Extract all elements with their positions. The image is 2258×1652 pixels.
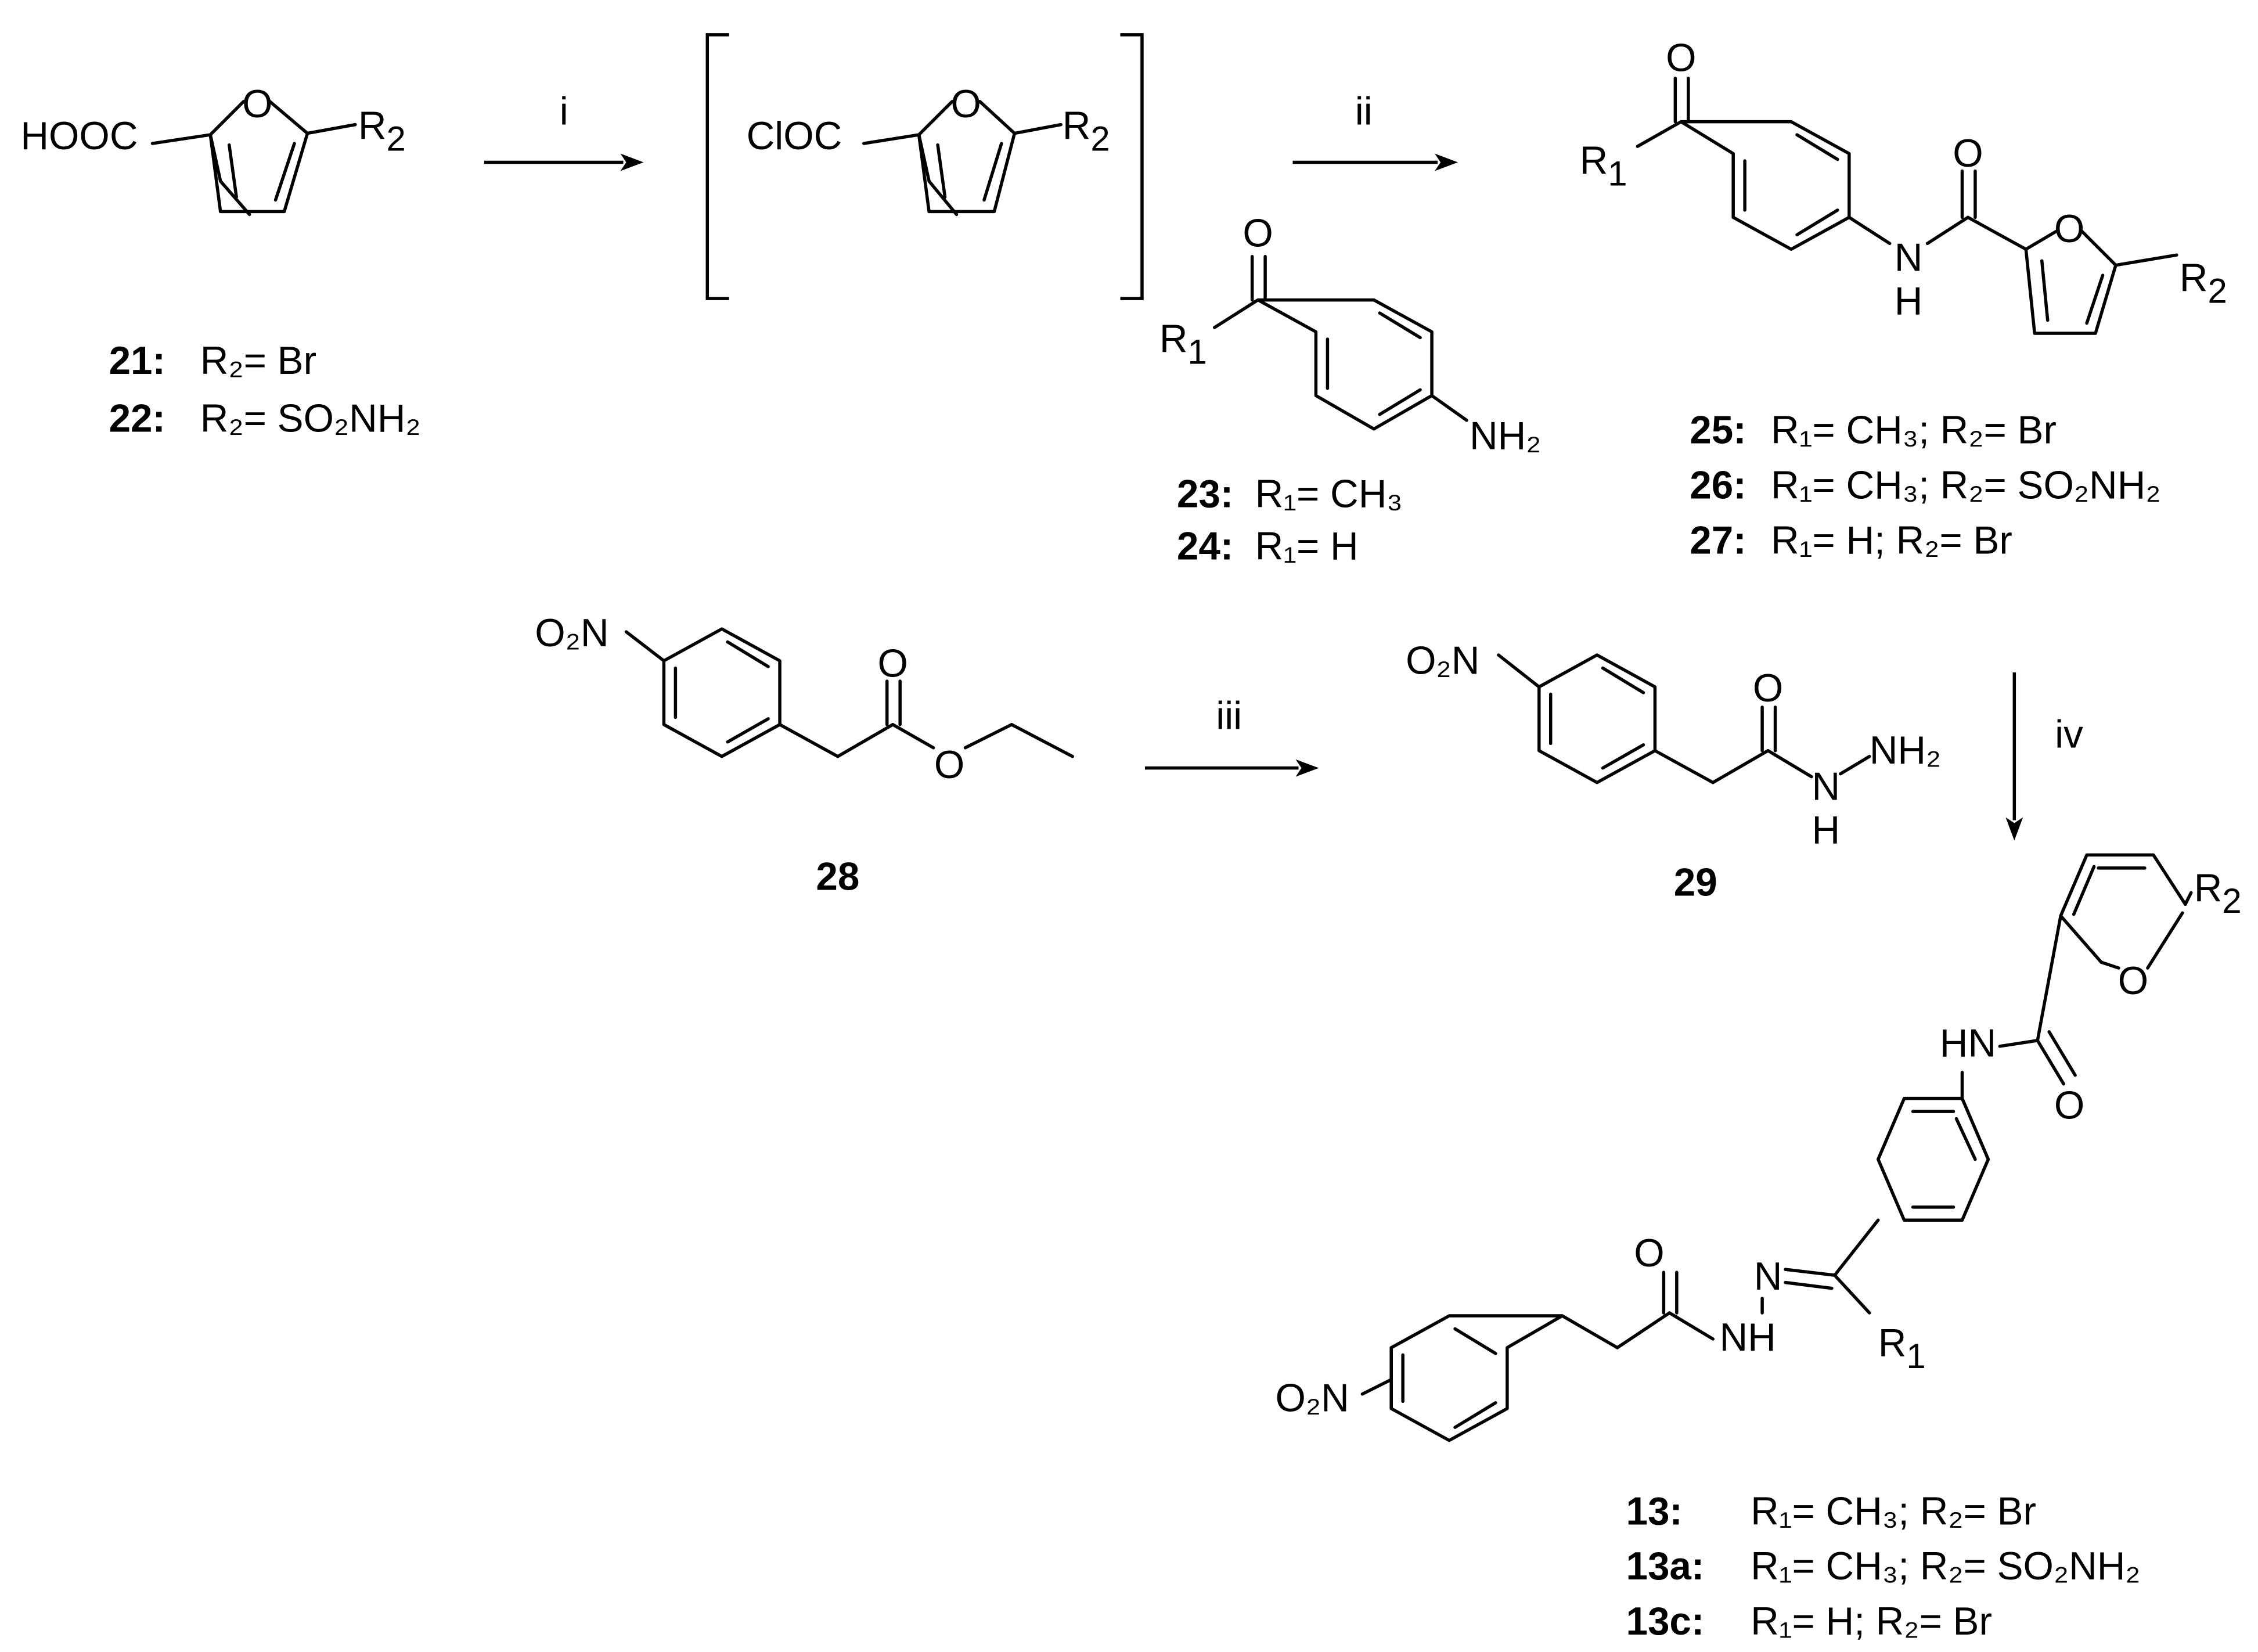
acid-chloride-structure: ClOC O R2: [747, 82, 1110, 217]
furoic-acid-structure: HOOC O R2: [20, 82, 406, 217]
ester-oxygen-label: O: [934, 743, 964, 787]
step-iii-label: iii: [1216, 694, 1242, 737]
compound-26-id: 26:: [1690, 463, 1746, 507]
furan-oxygen-label: O: [951, 82, 981, 126]
compound-13a-def: R₁= CH₃; R₂= SO₂NH₂: [1751, 1545, 2140, 1588]
r1-label: R1: [1159, 317, 1207, 371]
carbonyl-oxygen-label: O: [1634, 1232, 1664, 1275]
compound-13-def: R₁= CH₃; R₂= Br: [1751, 1489, 2036, 1533]
o2n-label: O₂N: [535, 611, 608, 655]
furan-oxygen-label: O: [242, 82, 272, 126]
nitrophenyl-ester-structure: O₂N O O: [535, 611, 1074, 787]
compound-23-id: 23:: [1177, 472, 1233, 516]
compound-21-id: 21:: [109, 339, 165, 383]
compound-13c-def: R₁= H; R₂= Br: [1751, 1600, 1992, 1643]
o2n-label: O₂N: [1276, 1377, 1349, 1420]
compound-27-id: 27:: [1690, 519, 1746, 562]
furanamide-structure: O R1 N H O O R2: [1580, 36, 2227, 335]
compound-24-id: 24:: [1177, 524, 1233, 568]
compound-27-def: R₁= H; R₂= Br: [1771, 519, 2012, 562]
compound-23-def: R₁= CH₃: [1255, 472, 1403, 516]
arrow-step-iii: [1144, 759, 1319, 777]
compound-28-id: 28: [816, 855, 859, 898]
nh2-label: NH₂: [1470, 415, 1541, 458]
compound-21-def: R₂= Br: [200, 339, 316, 383]
step-ii-label: ii: [1355, 90, 1373, 134]
nh2-label: NH₂: [1870, 729, 1941, 772]
intermediate-bracket: [705, 33, 1144, 300]
ketone-oxygen-label: O: [1243, 211, 1273, 255]
compound-13c-id: 13c:: [1626, 1600, 1704, 1643]
hydrazide-n-label: N: [1812, 765, 1841, 809]
r2-label: R2: [1063, 105, 1110, 159]
r1-label: R1: [1580, 139, 1627, 193]
ester-carbonyl-oxygen-label: O: [878, 642, 908, 685]
compound-22-def: R₂= SO₂NH₂: [200, 397, 421, 441]
r2-label: R2: [358, 105, 406, 159]
compound-25-def: R₁= CH₃; R₂= Br: [1771, 409, 2057, 452]
o2n-label: O₂N: [1406, 639, 1479, 682]
compound-25-id: 25:: [1690, 409, 1746, 452]
furan-oxygen-label: O: [2118, 959, 2148, 1003]
r2-label: R2: [2194, 866, 2242, 920]
cloc-label: ClOC: [747, 114, 842, 158]
ketone-oxygen-label: O: [1666, 36, 1696, 80]
compound-22-id: 22:: [109, 397, 165, 441]
compound-26-def: R₁= CH₃; R₂= SO₂NH₂: [1771, 463, 2160, 507]
r2-label: R2: [2180, 257, 2227, 311]
compound-24-def: R₁= H: [1255, 524, 1359, 568]
carbonyl-oxygen-label: O: [1753, 667, 1783, 710]
arrow-step-iv: [2005, 672, 2023, 841]
amide-oxygen-label: O: [1953, 132, 1983, 175]
hydrazide-h-label: H: [1812, 808, 1841, 852]
compound-13-id: 13:: [1626, 1489, 1682, 1533]
arrow-step-ii: [1292, 153, 1458, 171]
hydrazide-nh-label: NH: [1719, 1316, 1776, 1359]
compound-29-id: 29: [1674, 861, 1717, 904]
amide-oxygen-label: O: [2054, 1084, 2084, 1128]
nitrophenyl-hydrazide-structure: O₂N O N H NH₂: [1406, 639, 1941, 852]
amide-h-label: H: [1895, 280, 1923, 323]
step-iv-label: iv: [2055, 713, 2083, 757]
furan-oxygen-label: O: [2054, 207, 2084, 251]
aminoaryl-ketone-structure: O R1 NH₂: [1159, 211, 1542, 458]
hooc-label: HOOC: [20, 114, 138, 158]
final-hydrazone-structure: O R2 HN O R1 N NH O: [1276, 853, 2242, 1442]
amide-hn-label: HN: [1940, 1021, 1996, 1065]
r1-label: R1: [1878, 1322, 1926, 1376]
arrow-step-i: [484, 153, 644, 171]
amide-n-label: N: [1895, 236, 1923, 280]
step-i-label: i: [560, 90, 568, 134]
imine-n-label: N: [1754, 1255, 1782, 1298]
compound-13a-id: 13a:: [1626, 1545, 1704, 1588]
